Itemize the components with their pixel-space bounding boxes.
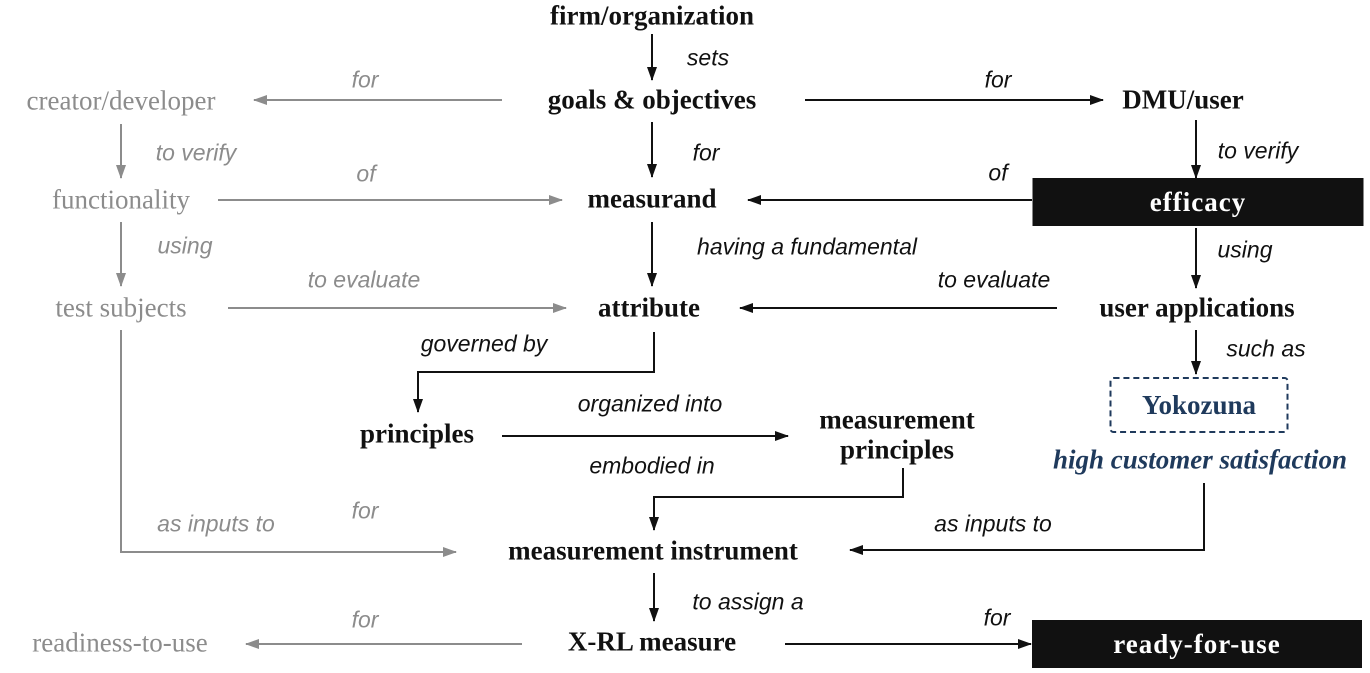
label-to-verify-right: to verify	[1217, 137, 1299, 164]
node-principles: principles	[359, 418, 475, 449]
node-high-customer-satisfaction: high customer satisfaction	[1052, 444, 1348, 475]
label-such-as: such as	[1226, 335, 1306, 362]
node-x-rl-measure: X-RL measure	[567, 626, 737, 657]
node-goals-objectives: goals & objectives	[547, 84, 757, 115]
label-for-readiness: for	[351, 606, 379, 633]
arrow-measprinciples-instrument	[649, 468, 904, 531]
label-for-measurand: for	[692, 139, 720, 166]
arrow-attribute-principles	[413, 332, 655, 413]
label-for-creator: for	[351, 66, 379, 93]
label-embodied-in: embodied in	[589, 452, 715, 479]
node-ready-for-use: ready-for-use	[1032, 620, 1362, 668]
label-as-inputs-right: as inputs to	[934, 510, 1052, 537]
label-to-verify-left: to verify	[155, 139, 237, 166]
node-efficacy: efficacy	[1032, 178, 1364, 226]
label-for-ready: for	[983, 604, 1011, 631]
node-readiness-to-use: readiness-to-use	[32, 627, 208, 658]
label-for-dmu: for	[984, 66, 1012, 93]
node-user-applications: user applications	[1099, 292, 1295, 323]
arrow-satisfaction-instrument	[849, 483, 1205, 555]
node-dmu-user: DMU/user	[1122, 84, 1244, 115]
node-measurement-principles-line1: measurement	[819, 404, 975, 435]
label-using-left: using	[157, 232, 213, 259]
label-to-assign: to assign a	[692, 588, 804, 615]
node-measurement-principles: measurement principles	[819, 405, 974, 464]
label-using-right: using	[1217, 236, 1273, 263]
label-governed-by: governed by	[420, 330, 548, 357]
arrow-testsubjects-instrument	[120, 330, 457, 557]
label-to-evaluate-left: to evaluate	[307, 266, 421, 293]
node-test-subjects: test subjects	[55, 292, 187, 323]
label-to-evaluate-right: to evaluate	[937, 266, 1051, 293]
label-for-instrument: for	[351, 497, 379, 524]
node-creator-developer: creator/developer	[26, 85, 216, 116]
label-having-fundamental: having a fundamental	[697, 233, 917, 260]
node-attribute: attribute	[598, 292, 700, 323]
node-measurement-instrument: measurement instrument	[508, 535, 798, 566]
label-organized-into: organized into	[577, 390, 723, 417]
node-measurand: measurand	[587, 183, 717, 214]
node-functionality: functionality	[52, 184, 190, 215]
node-measurement-principles-line2: principles	[839, 434, 954, 464]
label-sets: sets	[686, 44, 730, 71]
label-of-left: of	[356, 160, 376, 187]
label-as-inputs-left: as inputs to	[157, 510, 275, 537]
node-yokozuna: Yokozuna	[1109, 377, 1289, 433]
label-of-right: of	[988, 159, 1008, 186]
node-firm-organization: firm/organization	[550, 0, 754, 31]
